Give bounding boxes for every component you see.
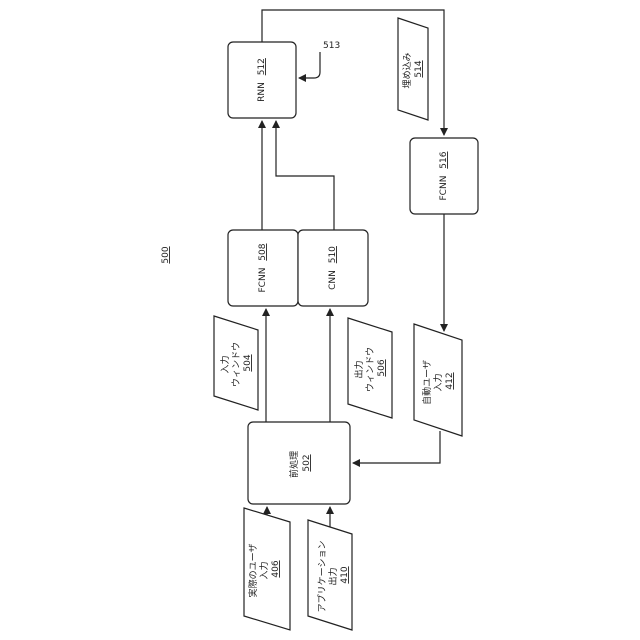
rnn-512-node: RNN 512: [228, 42, 296, 118]
actual-user-input-label-1: 実際のユーザ: [247, 544, 259, 598]
fcnn-516-node: FCNN 516: [410, 138, 478, 214]
fcnn-508-ref: 508: [258, 243, 268, 260]
auto-user-input-label-2: 入力: [432, 373, 444, 391]
output-window-label-1: 出力: [353, 360, 365, 378]
loop-513-label: 513: [323, 41, 340, 51]
preprocess-ref: 502: [302, 454, 312, 471]
actual-user-input-node: 実際のユーザ 入力 406: [244, 508, 290, 630]
fcnn-516-ref: 516: [439, 151, 449, 168]
fcnn-508-label: FCNN: [258, 268, 268, 293]
fcnn-516-label: FCNN: [439, 176, 449, 201]
application-output-label-1: アプリケーション: [317, 541, 328, 613]
cnn-510-ref: 510: [328, 246, 338, 263]
svg-text:CNN 510: CNN 510: [328, 246, 338, 290]
input-window-label-1: 入力: [219, 355, 231, 373]
figure-number: 500: [161, 246, 171, 263]
input-window-ref: 504: [243, 354, 253, 371]
output-window-label-2: ウィンドウ: [365, 347, 376, 392]
fcnn-508-node: FCNN 508: [228, 230, 298, 306]
auto-user-input-label-1: 自動ユーザ: [421, 360, 433, 405]
svg-text:FCNN 516: FCNN 516: [439, 151, 449, 200]
edge-510-to-512: [276, 121, 334, 230]
rnn-512-ref: 512: [257, 58, 267, 75]
embedding-label: 埋め込み: [402, 52, 413, 88]
embedding-node: 埋め込み 514: [398, 18, 428, 120]
cnn-510-node: CNN 510: [298, 230, 368, 306]
preprocess-label: 前処理: [288, 451, 300, 478]
input-window-node: 入力 ウィンドウ 504: [214, 316, 258, 410]
input-window-label-2: ウィンドウ: [231, 342, 242, 387]
svg-text:FCNN 508: FCNN 508: [258, 243, 268, 292]
application-output-label-2: 出力: [327, 567, 339, 585]
output-window-ref: 506: [377, 359, 387, 376]
output-window-node: 出力 ウィンドウ 506: [348, 318, 392, 418]
loop-513-arrow: [299, 52, 320, 78]
embedding-ref: 514: [414, 60, 424, 77]
auto-user-input-ref: 412: [445, 372, 455, 389]
application-output-ref: 410: [340, 566, 350, 583]
application-output-node: アプリケーション 出力 410: [308, 520, 352, 630]
cnn-510-label: CNN: [328, 270, 338, 290]
edge-412-to-502: [353, 431, 440, 463]
preprocess-node: 前処理 502: [248, 422, 350, 504]
rnn-512-label: RNN: [257, 82, 267, 102]
svg-text:RNN 512: RNN 512: [257, 58, 267, 102]
actual-user-input-label-2: 入力: [258, 561, 270, 579]
actual-user-input-ref: 406: [271, 560, 281, 577]
auto-user-input-node: 自動ユーザ 入力 412: [414, 324, 462, 436]
